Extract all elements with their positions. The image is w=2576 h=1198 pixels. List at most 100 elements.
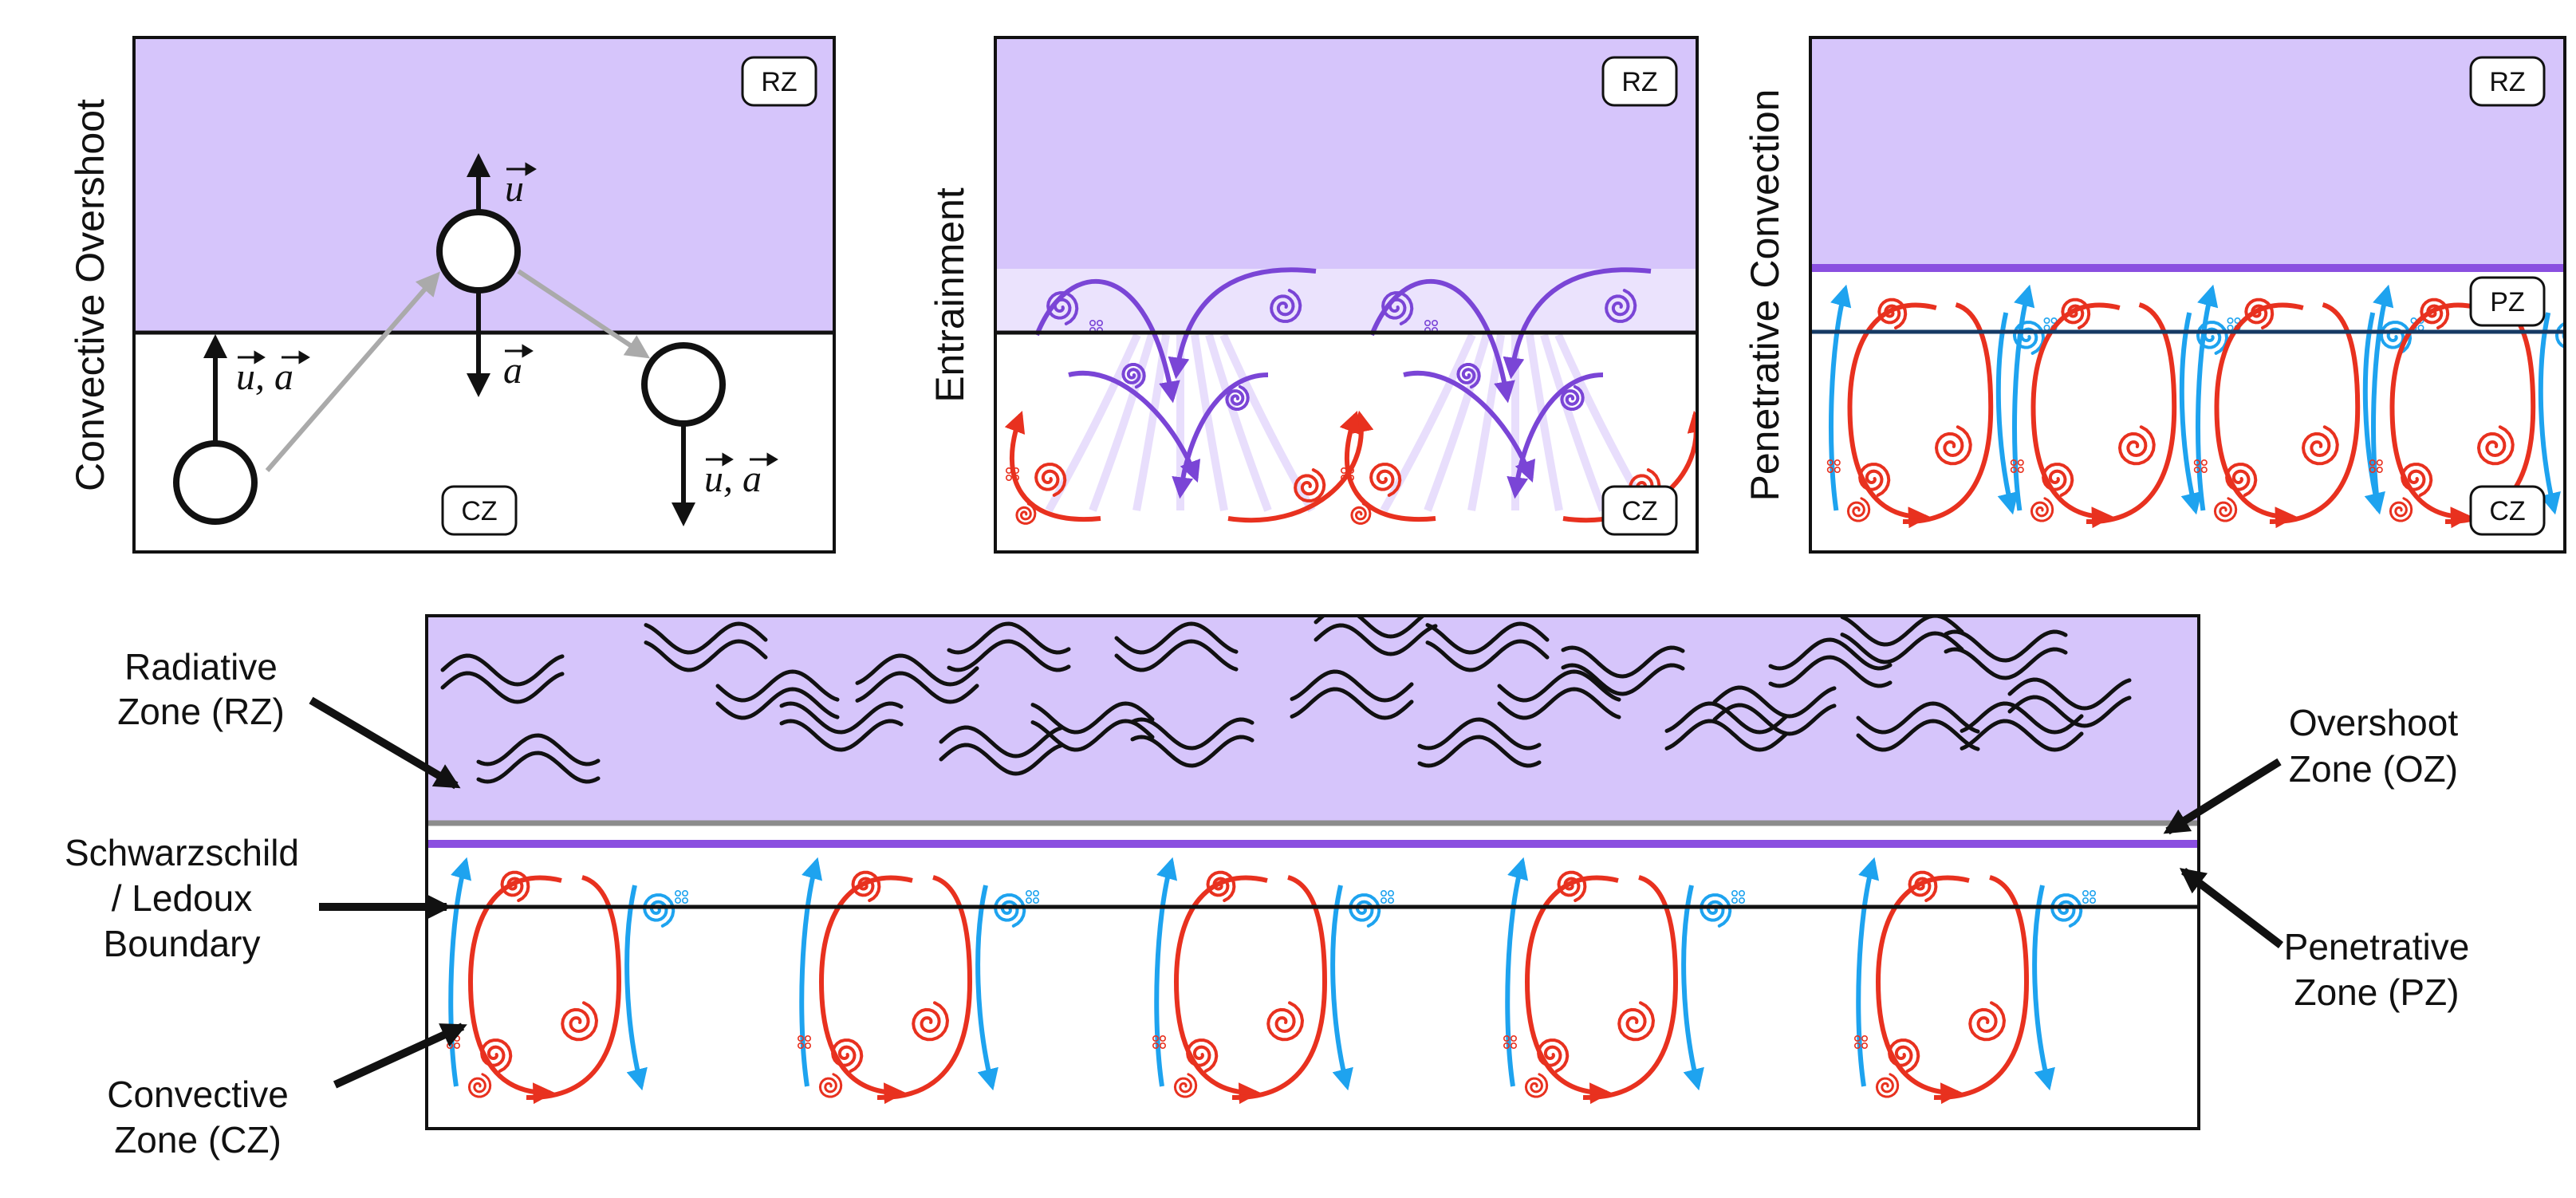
entrainment-arrow — [1172, 372, 1269, 499]
small-eddy — [1348, 467, 1355, 474]
label-convective-zone: Convective Zone (CZ) — [107, 1074, 289, 1161]
eddy-spiral — [1888, 1038, 1920, 1073]
upflow-loop — [2086, 302, 2177, 525]
cz-badge-label: CZ — [2489, 496, 2525, 526]
gravity-wave — [440, 671, 565, 704]
label-radiative-zone: Radiative Zone (RZ) — [117, 646, 285, 732]
entrainment-layer — [995, 269, 1697, 333]
eddy-spiral — [2225, 463, 2258, 497]
radiative-zone-fill — [427, 616, 2199, 822]
eddy-spiral — [561, 1001, 599, 1042]
small-eddy — [2017, 466, 2024, 473]
svg-text:Zone (PZ): Zone (PZ) — [2294, 971, 2459, 1013]
gravity-wave — [715, 687, 840, 720]
vector-overbars — [238, 162, 778, 467]
gravity-wave — [1114, 639, 1239, 672]
cz-badge-label: CZ — [461, 496, 497, 526]
eddy-spiral — [1034, 463, 1067, 497]
eddy-spiral — [1617, 1001, 1656, 1042]
pz-badge-label: PZ — [2490, 287, 2524, 317]
small-eddy — [453, 1042, 460, 1050]
cz-badge — [2469, 485, 2546, 536]
gravity-wave — [1944, 647, 2068, 680]
gravity-wave — [1425, 621, 1550, 655]
pointer-arrow — [2179, 868, 2284, 948]
small-eddy — [681, 897, 688, 904]
plume-streak — [1424, 333, 1491, 512]
small-eddy — [1739, 890, 1746, 897]
plume-streak — [1205, 333, 1272, 512]
small-eddy — [1511, 1035, 1518, 1042]
eddy-spiral — [2050, 893, 2083, 928]
panel-frame — [1809, 36, 2566, 554]
upflow-arrow — [1339, 410, 1436, 522]
gravity-wave — [1497, 687, 1621, 720]
small-eddy — [2193, 459, 2200, 466]
velocity-label: u — [505, 167, 524, 210]
eddy-spiral — [1877, 298, 1908, 329]
gravity-wave — [1561, 645, 1685, 679]
eddy-spiral — [2244, 298, 2275, 329]
panel-frame — [132, 36, 836, 554]
gravity-wave — [947, 639, 1071, 672]
eddy-spiral — [1858, 463, 1891, 497]
downflow-arrow — [624, 885, 648, 1091]
small-eddy — [2010, 466, 2017, 473]
svg-text:Zone (CZ): Zone (CZ) — [114, 1119, 282, 1161]
gravity-wave — [1030, 701, 1155, 735]
gravity-wave — [644, 639, 768, 672]
small-eddy — [1854, 1042, 1861, 1050]
gravity-wave — [715, 669, 840, 703]
eddy-spiral — [2012, 321, 2046, 355]
eddy-spiral — [1560, 384, 1585, 411]
gravity-wave — [779, 719, 904, 752]
svg-text:Convective: Convective — [107, 1074, 289, 1115]
small-eddy — [674, 897, 681, 904]
plume-streak — [1191, 334, 1228, 511]
upflow-blue-arrow — [2196, 284, 2219, 511]
panel-title: Entrainment — [928, 187, 972, 403]
downflow-arrow — [2179, 312, 2202, 515]
eddy-spiral — [1294, 468, 1326, 502]
small-eddy — [1834, 466, 1841, 473]
gravity-wave — [476, 733, 601, 766]
small-eddy — [2043, 317, 2050, 324]
small-eddy — [2090, 897, 2097, 904]
small-eddy — [2376, 466, 2383, 473]
small-eddy — [2369, 466, 2376, 473]
eddy-spiral — [480, 1038, 513, 1073]
svg-text:/ Ledoux: / Ledoux — [112, 877, 252, 919]
upflow-blue-arrow — [1154, 857, 1178, 1087]
plume-streak — [1219, 333, 1316, 513]
eddy-spiral — [643, 893, 676, 928]
rz-badge — [741, 56, 817, 107]
panel-full-schematic: Radiative Zone (RZ) Schwarzschild / Ledo… — [65, 614, 2469, 1161]
downflow-arrow — [2032, 885, 2055, 1091]
gravity-wave — [1944, 629, 2068, 663]
gravity-wave — [1960, 719, 2084, 752]
svg-text:Schwarzschild: Schwarzschild — [65, 832, 299, 873]
entrainment-arrow — [1068, 370, 1201, 483]
small-eddy — [1826, 459, 1834, 466]
small-eddy — [1026, 897, 1033, 904]
small-eddy — [1861, 1035, 1869, 1042]
small-eddy — [797, 1042, 804, 1050]
pz-badge — [2469, 276, 2546, 327]
upflow-loop — [1933, 875, 2030, 1101]
eddy-spiral — [2117, 425, 2156, 466]
eddy-spiral — [1968, 1001, 2007, 1042]
entrainment-arrow — [1034, 279, 1180, 404]
small-eddy — [1834, 459, 1841, 466]
small-eddy — [674, 890, 681, 897]
small-eddy — [1089, 319, 1097, 326]
small-eddy — [453, 1035, 460, 1042]
downflow-arrow — [1330, 885, 1353, 1091]
eddy-spiral — [1270, 289, 1302, 323]
small-eddy — [1160, 1035, 1167, 1042]
eddy-spiral — [1349, 893, 1381, 928]
pointer-arrow — [333, 1023, 467, 1089]
eddy-spiral — [1046, 291, 1079, 325]
eddy-spiral — [1173, 1073, 1198, 1098]
eddy-spiral — [1381, 291, 1414, 325]
